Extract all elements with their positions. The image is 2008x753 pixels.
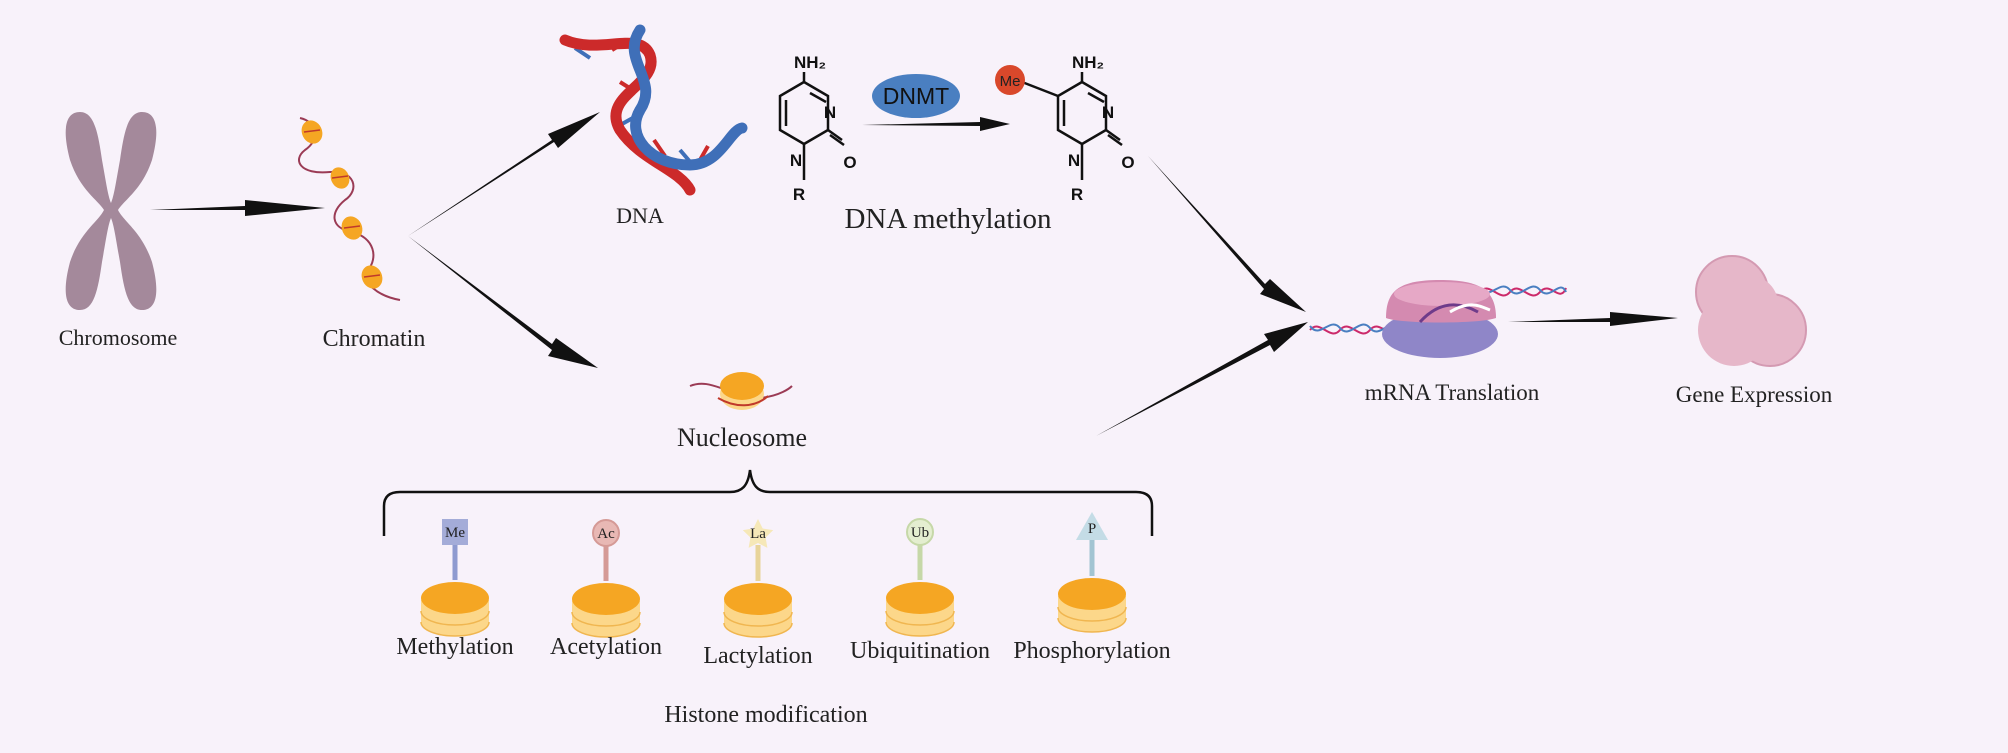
arrow-chromatin-to-dna	[408, 112, 600, 236]
methyl-group-icon	[995, 65, 1025, 95]
mod-tag-icon	[742, 519, 774, 548]
dna-label: DNA	[616, 203, 664, 228]
mod-tag-icon	[1076, 512, 1108, 540]
histone-mod-label: Phosphorylation	[1013, 638, 1170, 664]
arrow-translation-to-expression	[1508, 312, 1678, 326]
mod-tag-icon	[592, 519, 620, 547]
arrow-nucleosome-to-translation	[1096, 322, 1308, 436]
histone-mod-label: Methylation	[396, 634, 513, 660]
dna-methylation-label: DNA methylation	[844, 203, 1052, 235]
methylcytosine-structure	[1021, 72, 1123, 180]
chromatin-icon	[298, 117, 401, 301]
arrow-chromatin-to-nucleosome	[408, 236, 598, 368]
nucleosome-label: Nucleosome	[677, 423, 807, 452]
ribosome-icon	[1309, 280, 1567, 358]
methylcytosine-r: R	[1071, 185, 1083, 204]
histone-disk-icon	[1057, 578, 1127, 633]
cytosine-structure	[778, 72, 845, 180]
methylcytosine-n3: N	[1102, 103, 1114, 122]
histone-disk-icon	[723, 583, 793, 638]
dnmt-enzyme-icon	[872, 74, 960, 118]
gene-expression-label: Gene Expression	[1676, 382, 1833, 407]
histone-mod-phosphorylation: P Phosphorylation	[1013, 512, 1171, 664]
chromatin-label: Chromatin	[323, 326, 426, 352]
mrna-translation-label: mRNA Translation	[1365, 380, 1540, 405]
mod-tag-label: Ac	[597, 526, 615, 542]
dna-helix-icon	[559, 24, 748, 196]
histone-mod-label: Ubiquitination	[850, 638, 990, 664]
mod-tag-icon	[906, 518, 934, 546]
histone-disk-icon	[571, 583, 641, 638]
cytosine-n3: N	[824, 103, 836, 122]
methylcytosine-n1: N	[1068, 151, 1080, 170]
mod-tag-label: P	[1088, 521, 1096, 537]
cytosine-amine: NH₂	[794, 53, 826, 72]
cytosine-n1: N	[790, 151, 802, 170]
mod-tag-icon	[442, 519, 468, 545]
histone-mod-label: Lactylation	[703, 643, 812, 669]
chromosome-label: Chromosome	[59, 325, 178, 350]
methylcytosine-oxygen: O	[1121, 153, 1134, 172]
arrow-dnmt	[862, 117, 1010, 131]
methyl-group-label: Me	[1000, 73, 1021, 90]
chromosome-icon	[65, 112, 157, 310]
arrows	[150, 112, 1678, 436]
arrow-chromosome-to-chromatin	[150, 200, 325, 216]
nucleosome-icon	[689, 372, 793, 410]
arrow-methylated-cytosine-to-translation	[1148, 156, 1306, 312]
histone-modification-list: MeMethylationAcAcetylationLaLactylationU…	[396, 512, 1171, 669]
mod-tag-label: Ub	[911, 525, 929, 541]
mod-tag-label: Me	[445, 525, 465, 541]
cytosine-r: R	[793, 185, 805, 204]
histone-modification-brace	[382, 469, 1154, 536]
histone-disk-icon	[885, 582, 955, 637]
mod-tag-label: La	[750, 526, 766, 542]
gene-expression-icon	[1695, 255, 1807, 367]
dnmt-label: DNMT	[883, 83, 949, 109]
histone-mod-label: Acetylation	[550, 634, 662, 660]
histone-disk-icon	[420, 582, 490, 637]
cytosine-oxygen: O	[843, 153, 856, 172]
histone-modification-label: Histone modification	[664, 702, 867, 728]
methylcytosine-amine: NH₂	[1072, 53, 1104, 72]
